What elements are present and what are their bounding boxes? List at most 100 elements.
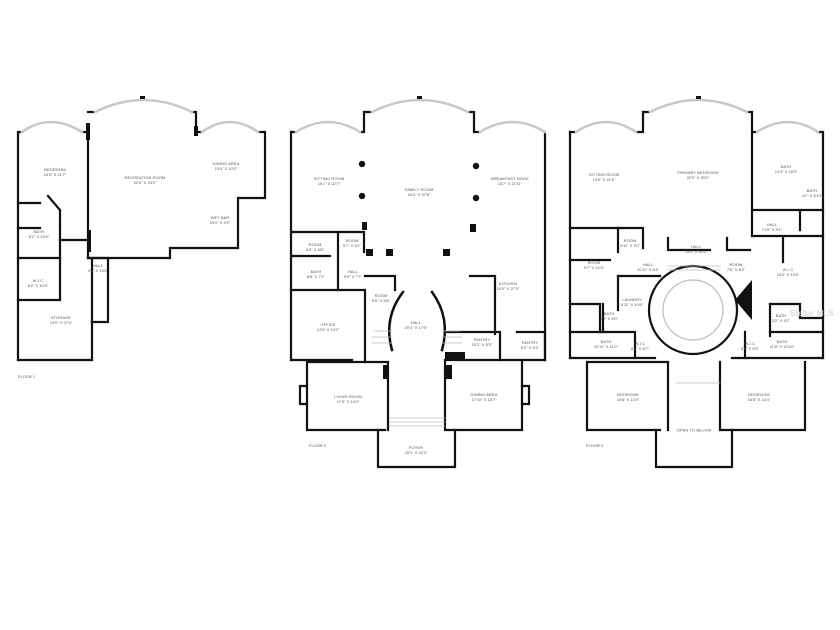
room-name: HALL — [347, 269, 359, 274]
room-dimensions: 10'0" x 9'2" — [209, 220, 231, 225]
room-name: PRIMARY BEDROOM — [677, 170, 719, 175]
room-name: W-I C — [744, 341, 756, 346]
room-name: STORAGE — [50, 315, 72, 320]
room-dimensions: 5'5" x 7'7" — [343, 274, 363, 279]
room-name: SITTING ROOM — [313, 176, 345, 181]
room-name: BATH — [603, 311, 615, 316]
room-dimensions: 13'0" x 27'4" — [49, 320, 73, 325]
room-dimensions: 13'0" x 30'0" — [684, 249, 708, 254]
room-name: HALL — [92, 263, 104, 268]
room-name: BATH — [806, 188, 818, 193]
room-dimensions: 14'9" x 21'5" — [592, 177, 616, 182]
floor-3-label: FLOOR 3 — [586, 443, 604, 448]
room-name: ROOM — [729, 262, 743, 267]
room-dimensions: 9'4" x 5'8" — [305, 247, 325, 252]
room-dimensions: 11'8" x 10'10" — [769, 344, 795, 349]
room-dimensions: 5'7" x 5'2" — [342, 243, 362, 248]
room-dimensions: 5'11" x 10'6" — [620, 302, 644, 307]
room-dimensions: 3'2" x 13'0" — [87, 268, 109, 273]
room-dimensions: 13'4" x 10'0" — [214, 166, 238, 171]
room-dimensions: 16'8" x 14'4" — [616, 397, 640, 402]
room-dimensions: 14'9" x 14'2" — [316, 327, 340, 332]
room-dimensions: 22'0" x 30'0" — [686, 175, 710, 180]
room-dimensions: 11'11" x 5'4" — [636, 267, 660, 272]
room-name: ROOM — [345, 238, 359, 243]
room-name: SITTING ROOM — [588, 172, 620, 177]
room-name: BATH — [780, 164, 792, 169]
room-dimensions: 14'3" x 18'3" — [774, 169, 798, 174]
room-name: DINING AREA — [212, 161, 240, 166]
room-dimensions: 14'0" x 21'7" — [43, 172, 67, 177]
room-name: ROOM — [587, 260, 601, 265]
room-name: BEDROOM — [44, 167, 66, 172]
room-name: HALL — [766, 222, 778, 227]
room-name: BEDROOM — [617, 392, 639, 397]
room-name: LAUNDRY — [622, 297, 642, 302]
room-dimensions: 16'8" x 14'4" — [747, 397, 771, 402]
room-dimensions: 7'6" x 8'3" — [726, 267, 746, 272]
room-dimensions: 17'10" x 15'7" — [471, 397, 497, 402]
floor-1-walls — [16, 110, 267, 362]
room-dimensions: 20'4" x 17'0" — [404, 325, 428, 330]
room-dimensions: 4'11" x 3'0" — [619, 243, 641, 248]
watermark: Stellar MLS — [790, 309, 834, 318]
room-dimensions: 6'9" x 6'7" — [630, 346, 650, 351]
room-dimensions: 17'9" x 14'4" — [336, 399, 360, 404]
room-name: HALL — [690, 244, 702, 249]
room-dimensions: 4'1" x 5'10" — [801, 193, 823, 198]
room-name: W-I C — [634, 341, 646, 346]
room-name: BEDROOM — [748, 392, 770, 397]
room-dimensions: 14'7" x 21'11" — [497, 181, 523, 186]
room-dimensions: 6'2" x 13'4" — [28, 234, 50, 239]
room-name: OFFICE — [320, 322, 336, 327]
room-name: FOYER — [408, 445, 424, 450]
room-label: W-I C14'2" x 19'6" — [777, 267, 800, 277]
room-dimensions: 15'1" x 22'2" — [404, 450, 428, 455]
room-name: BATH — [33, 229, 45, 234]
room-dimensions: 6'6" x 6'6" — [371, 298, 391, 303]
room-name: W-I C — [32, 278, 44, 283]
room-name: PANTRY — [521, 340, 539, 345]
room-label: W-I C6'2" x 10'3" — [28, 278, 48, 288]
room-label: W-I C6'9" x 6'5" — [741, 341, 759, 351]
room-dimensions: 6'2" x 10'3" — [27, 283, 49, 288]
room-label: OPEN TO BELOW — [677, 428, 712, 433]
room-dimensions: 5'2" x 6'3" — [520, 345, 540, 350]
room-name: FAMILY ROOM — [404, 187, 434, 192]
room-name: OPEN TO BELOW — [676, 427, 712, 433]
room-name: BATH — [776, 339, 788, 344]
room-dimensions: 3'3" x 5'0" — [599, 316, 619, 321]
room-name: ROOM — [623, 238, 637, 243]
room-dimensions: 7'10" x 5'1" — [761, 227, 783, 232]
